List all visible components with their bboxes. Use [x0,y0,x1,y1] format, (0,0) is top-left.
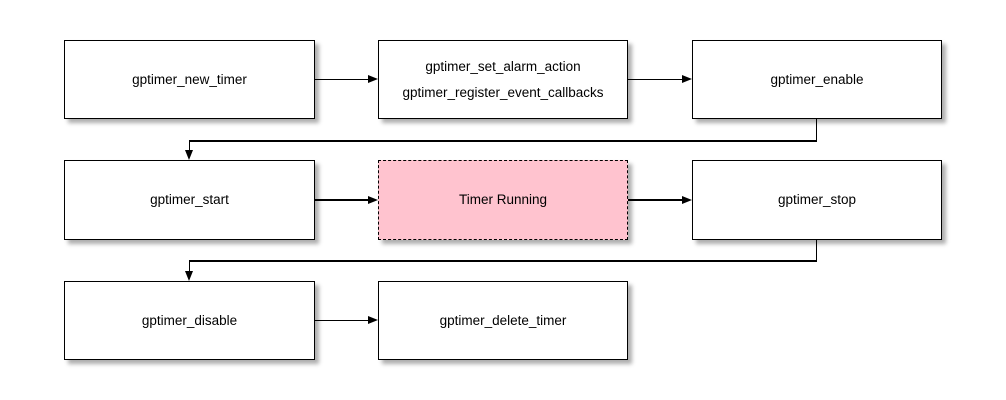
node-label: gptimer_enable [770,71,864,87]
edge-stop-to-disable-segment-drop [188,260,190,272]
node-label-line-1: gptimer_set_alarm_action [425,58,581,74]
node-gptimer-disable: gptimer_disable [64,281,315,360]
edge-stop-to-disable-segment-across [188,260,817,262]
edge-enable-to-start-segment-down [815,119,817,142]
arrowhead-down-icon [184,271,193,281]
node-timer-running-state: Timer Running [378,160,628,240]
edge-disable-to-delete-line [315,319,369,322]
arrowhead-right-icon [682,75,692,83]
node-label: gptimer_start [150,192,229,208]
node-gptimer-set-alarm-and-callbacks: gptimer_set_alarm_action gptimer_registe… [378,40,628,119]
edge-running-to-stop-line [628,199,683,201]
arrowhead-down-icon [184,150,193,160]
node-gptimer-delete-timer: gptimer_delete_timer [378,281,628,360]
edge-config-to-enable-line [628,78,683,81]
arrowhead-right-icon [368,316,378,324]
node-label: gptimer_stop [777,192,857,208]
node-gptimer-enable: gptimer_enable [692,40,942,119]
node-gptimer-stop: gptimer_stop [692,160,942,240]
arrowhead-right-icon [682,195,692,204]
edge-new-timer-to-config-line [315,78,369,81]
node-gptimer-new-timer: gptimer_new_timer [64,40,315,119]
node-label-line-2: gptimer_register_event_callbacks [402,84,604,100]
arrowhead-right-icon [368,75,378,83]
edge-enable-to-start-segment-drop [188,140,190,152]
node-label: Timer Running [458,192,548,208]
edge-stop-to-disable-segment-down [815,240,817,262]
edge-enable-to-start-segment-across [188,140,817,142]
node-gptimer-start: gptimer_start [64,160,315,240]
arrowhead-right-icon [368,195,378,204]
node-label: gptimer_new_timer [132,71,247,87]
node-label: gptimer_disable [141,312,238,328]
edge-start-to-running-line [315,199,369,201]
node-label: gptimer_delete_timer [439,312,567,328]
